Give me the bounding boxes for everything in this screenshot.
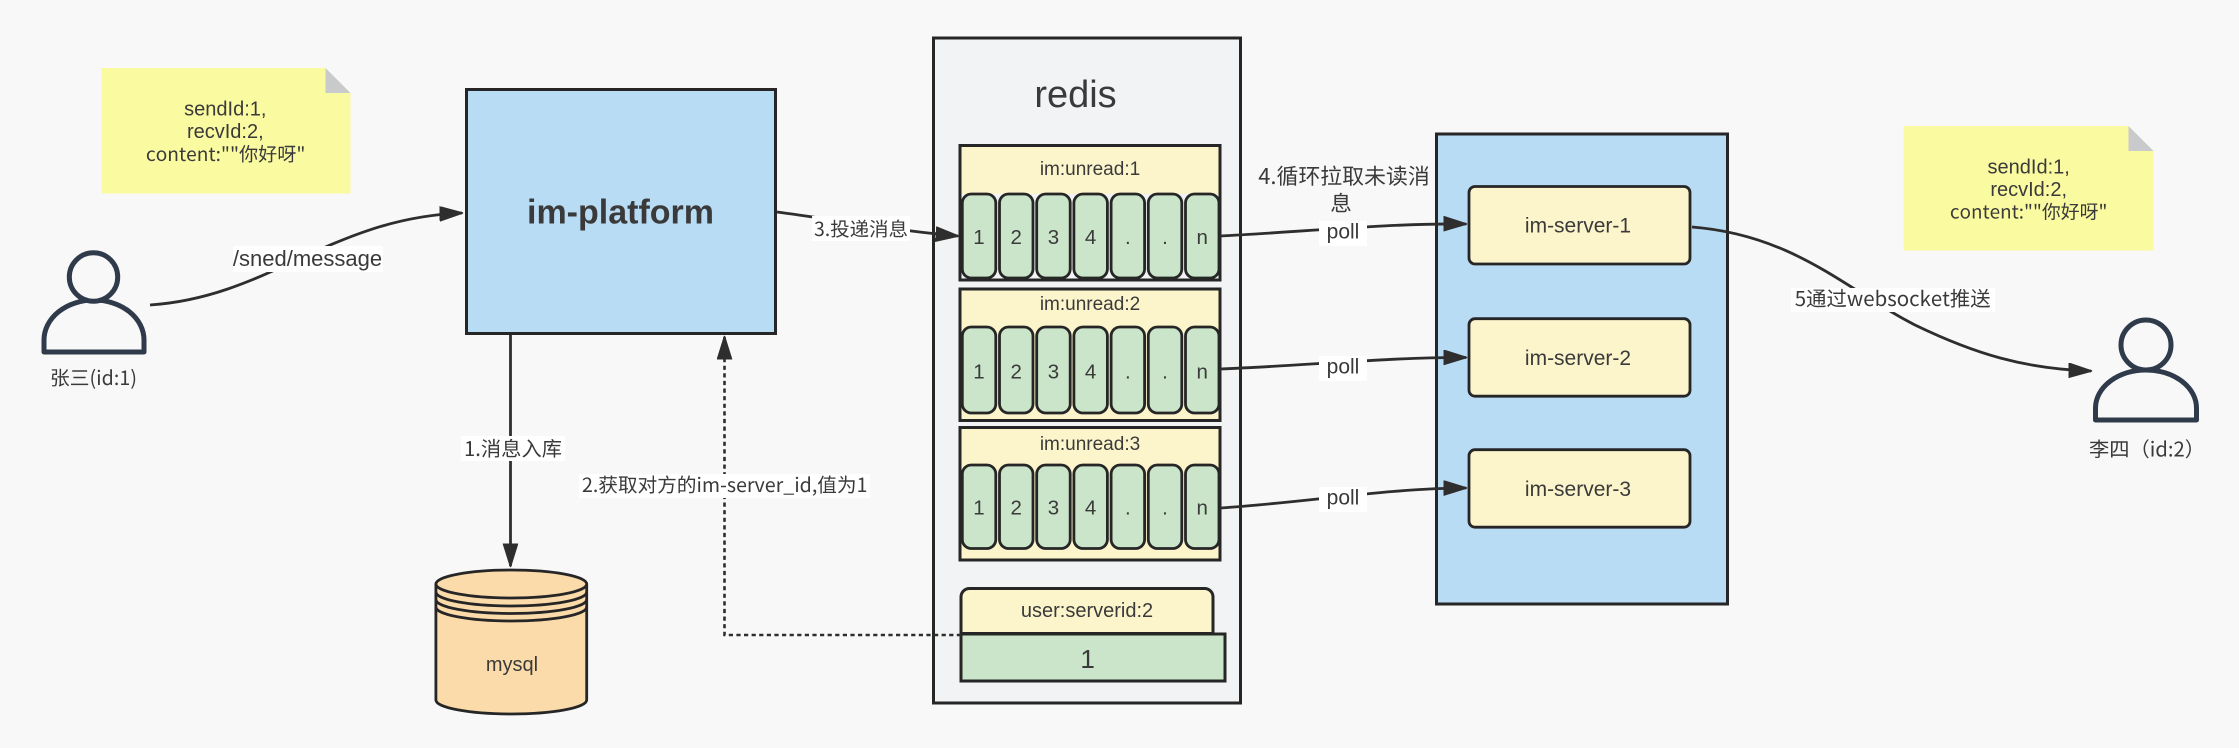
svg-text:im:unread:2: im:unread:2: [1040, 294, 1140, 315]
svg-text:4: 4: [1085, 226, 1096, 249]
svg-text:2: 2: [1010, 361, 1021, 384]
svg-text:sendId:1,: sendId:1,: [1988, 157, 2070, 179]
svg-text:n: n: [1196, 497, 1207, 520]
svg-text:im-server-2: im-server-2: [1525, 347, 1631, 370]
svg-text:im-platform: im-platform: [527, 194, 714, 232]
svg-text:3: 3: [1048, 361, 1059, 384]
svg-text:.: .: [1162, 497, 1168, 520]
svg-text:2: 2: [1010, 497, 1021, 520]
svg-text:1: 1: [973, 361, 984, 384]
svg-text:2: 2: [1010, 226, 1021, 249]
svg-text:.: .: [1125, 361, 1131, 384]
svg-text:user:serverid:2: user:serverid:2: [1021, 600, 1153, 622]
svg-text:3: 3: [1048, 497, 1059, 520]
svg-text:im:unread:1: im:unread:1: [1040, 159, 1140, 180]
svg-text:im-server-3: im-server-3: [1525, 478, 1631, 501]
svg-text:4: 4: [1085, 497, 1096, 520]
svg-text:im-server-1: im-server-1: [1525, 215, 1631, 238]
svg-text:.: .: [1125, 226, 1131, 249]
svg-text:poll: poll: [1327, 487, 1360, 510]
svg-text:1: 1: [973, 226, 984, 249]
svg-text:n: n: [1196, 361, 1207, 384]
svg-text:poll: poll: [1327, 221, 1360, 244]
svg-text:.: .: [1162, 361, 1168, 384]
svg-text:/sned/message: /sned/message: [233, 246, 382, 271]
svg-text:recvId:2,: recvId:2,: [1990, 179, 2067, 201]
svg-text:redis: redis: [1034, 74, 1116, 116]
svg-text:.: .: [1162, 226, 1168, 249]
svg-text:mysql: mysql: [486, 654, 538, 676]
svg-text:poll: poll: [1327, 356, 1360, 379]
svg-text:1: 1: [973, 497, 984, 520]
svg-text:n: n: [1196, 226, 1207, 249]
svg-text:recvId:2,: recvId:2,: [187, 121, 264, 143]
svg-text:3: 3: [1048, 226, 1059, 249]
svg-text:1: 1: [1080, 644, 1094, 674]
svg-text:im:unread:3: im:unread:3: [1040, 434, 1140, 455]
svg-text:4: 4: [1085, 361, 1096, 384]
svg-text:.: .: [1125, 497, 1131, 520]
svg-text:sendId:1,: sendId:1,: [184, 99, 266, 121]
